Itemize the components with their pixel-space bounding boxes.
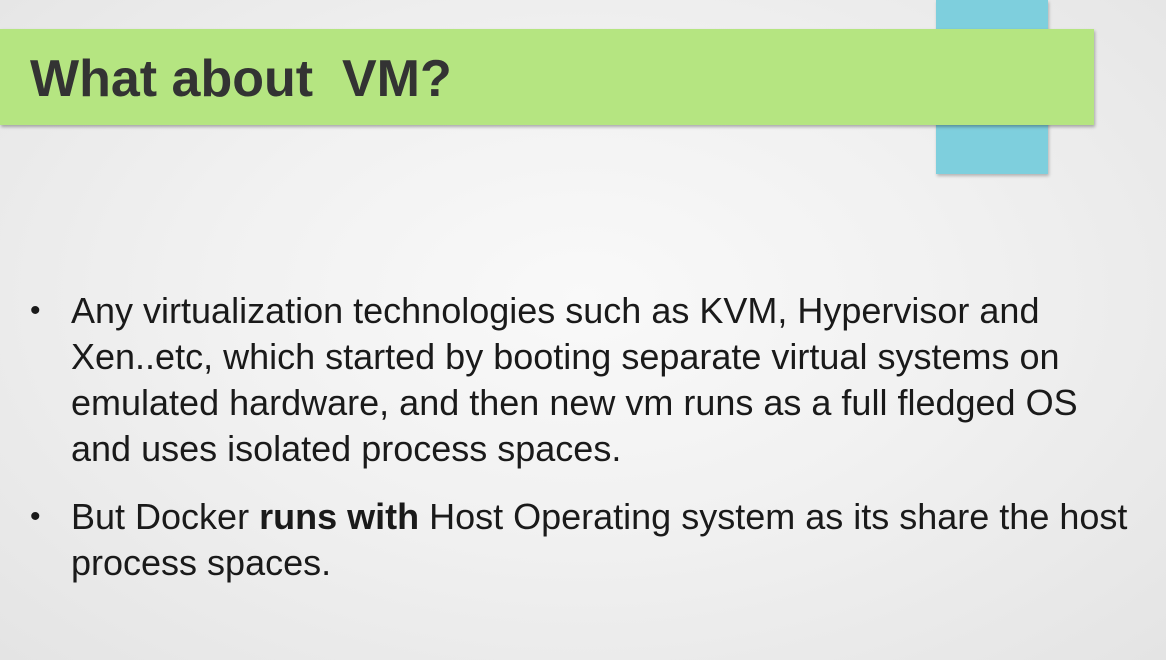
bullet-text-pre: But Docker (71, 496, 260, 537)
bullet-text-post: Host Operating system as its share the h… (71, 496, 1128, 583)
bullet-text-bold: runs with (259, 496, 420, 537)
bullet-dot-icon: • (30, 500, 41, 533)
bullet-text: Any virtualization technologies such as … (71, 290, 1078, 469)
title-bar (0, 29, 1094, 125)
bullet-item: • Any virtualization technologies such a… (30, 288, 1140, 472)
bullet-dot-icon: • (30, 294, 41, 327)
bullet-list: • Any virtualization technologies such a… (30, 288, 1140, 608)
bullet-item: • But Docker runs with Host Operating sy… (30, 494, 1140, 586)
slide-title: What about VM? (30, 50, 452, 108)
